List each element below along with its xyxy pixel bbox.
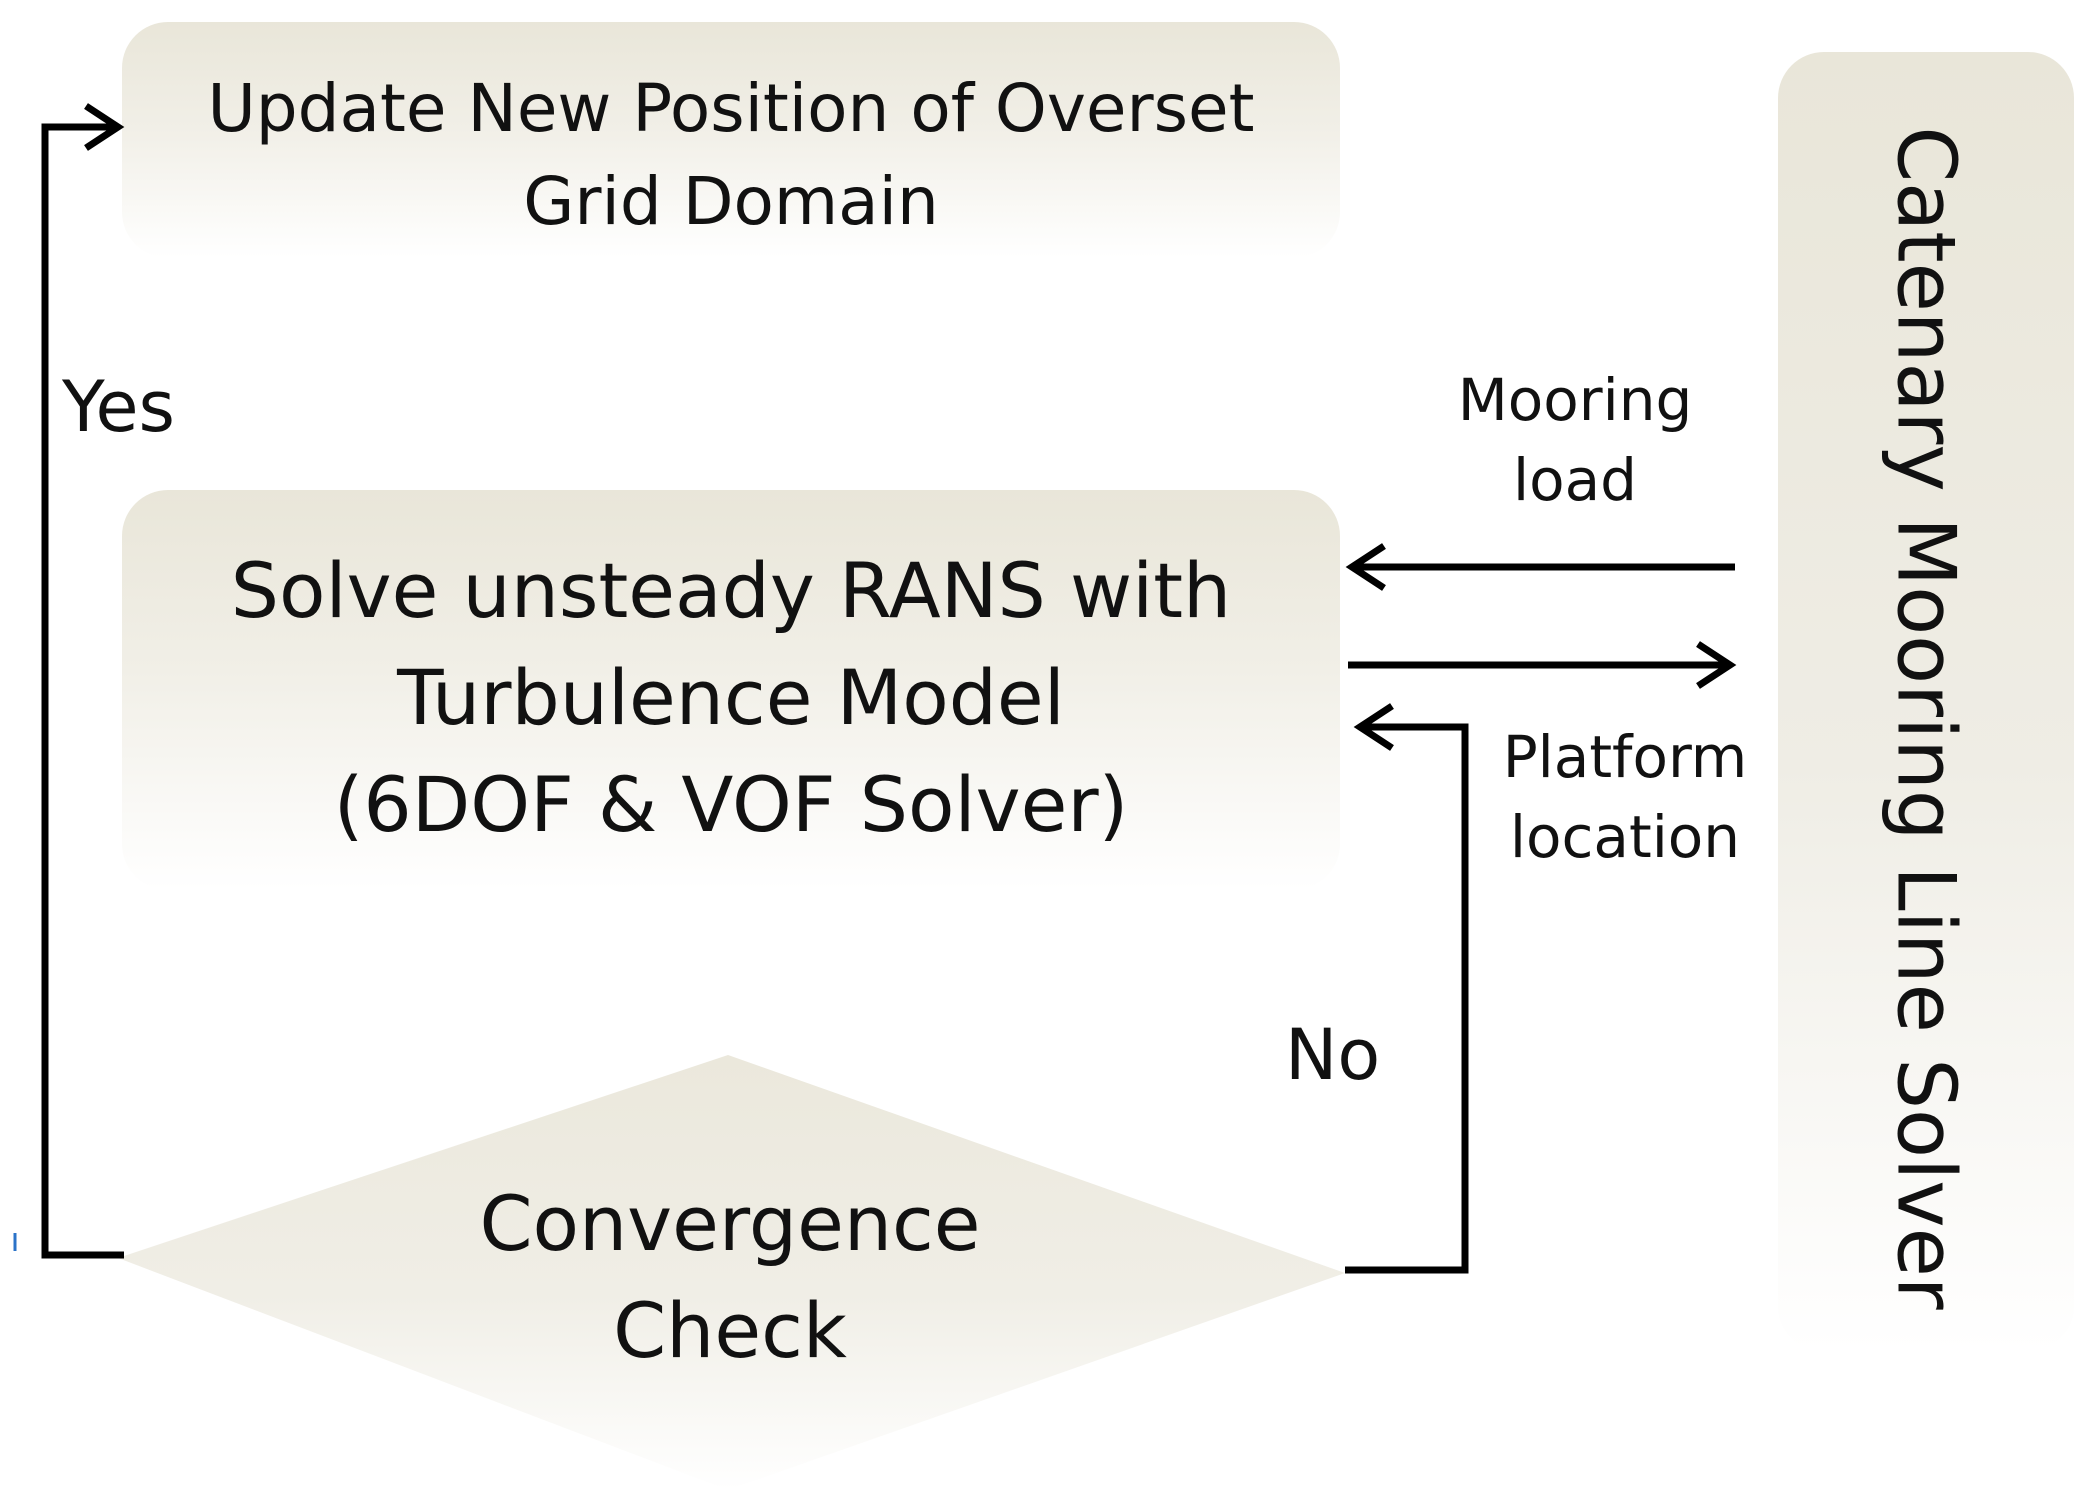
no-label: No (1285, 1014, 1381, 1096)
convergence-check-line-2: Check (613, 1286, 847, 1375)
no-arrowhead (1353, 703, 1394, 751)
mooring-load-arrowhead (1345, 543, 1386, 591)
mooring-load-line-2: load (1513, 446, 1637, 514)
rans-solver-line-2: Turbulence Model (397, 653, 1065, 742)
catenary-solver-box (1778, 52, 2074, 1352)
catenary-solver-label: Catenary Mooring Line Solver (1879, 126, 1973, 1310)
yes-label: Yes (62, 366, 175, 448)
no-connector (1345, 723, 1469, 1274)
mooring-load-label: Mooring load (1440, 360, 1710, 520)
platform-location-label: Platform location (1490, 717, 1760, 877)
yes-arrowhead (84, 103, 125, 151)
convergence-diamond (118, 1055, 1345, 1490)
convergence-check-line-1: Convergence (479, 1179, 981, 1268)
update-position-box (122, 22, 1340, 258)
convergence-check-label: Convergence Check (370, 1170, 1090, 1384)
platform-location-line-1: Platform (1502, 723, 1748, 791)
rans-solver-label: Solve unsteady RANS with Turbulence Mode… (122, 537, 1340, 858)
mooring-load-line-1: Mooring (1457, 366, 1693, 434)
yes-connector (41, 123, 124, 1259)
update-position-line-2: Grid Domain (523, 163, 939, 240)
rans-solver-line-3: (6DOF & VOF Solver) (333, 760, 1129, 849)
platform-location-arrowhead (1696, 641, 1737, 689)
rans-solver-line-1: Solve unsteady RANS with (230, 546, 1232, 635)
update-position-label: Update New Position of Overset Grid Doma… (122, 62, 1340, 248)
rans-solver-box (122, 490, 1340, 890)
update-position-line-1: Update New Position of Overset (207, 70, 1255, 147)
platform-location-line-2: location (1509, 803, 1741, 871)
